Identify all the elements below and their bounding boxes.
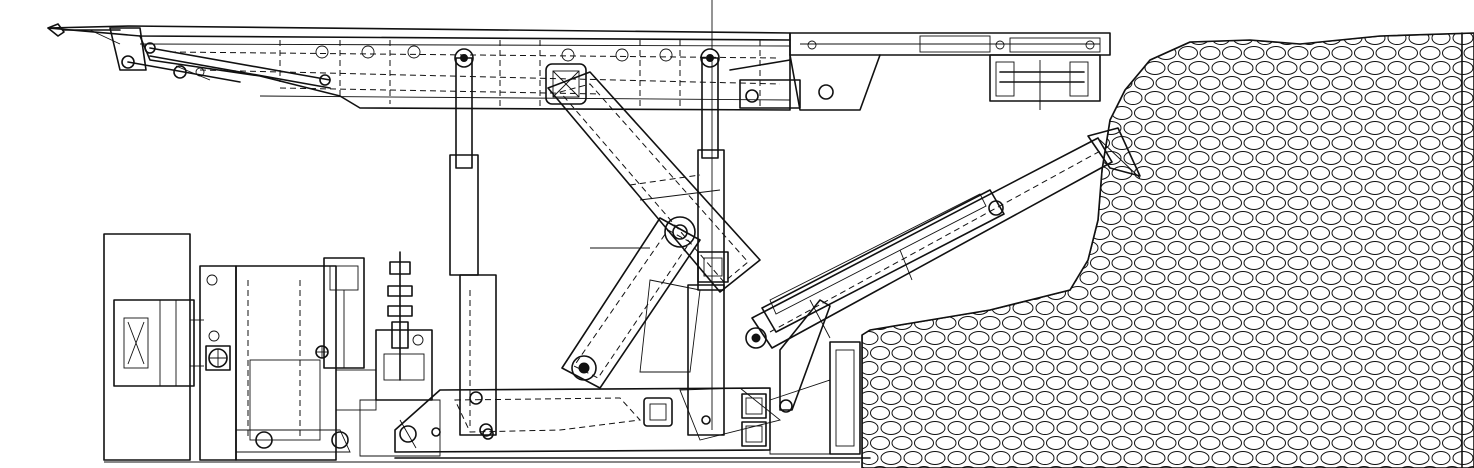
rock-mass: [861, 32, 1474, 468]
rail-bracket: [989, 54, 1101, 110]
front-support-boom: [745, 127, 1141, 349]
front-extension-beam: [729, 32, 1111, 111]
canopy-pivot-block: [545, 63, 587, 105]
pump-motor-housing: [199, 257, 377, 461]
rear-link-arm: [561, 216, 701, 389]
rear-canopy-hinge: [47, 23, 331, 89]
front-guard-plate: [769, 341, 861, 455]
boom-cylinder: [761, 189, 1005, 413]
control-valve-stack: [359, 251, 441, 457]
drive-unit: [103, 233, 204, 461]
rear-leg-cylinder: [687, 57, 725, 436]
canopy: [47, 0, 791, 111]
base-frame: [394, 387, 871, 459]
diagonal-link-arm: [547, 71, 761, 293]
front-leg-cylinder: [449, 57, 497, 437]
